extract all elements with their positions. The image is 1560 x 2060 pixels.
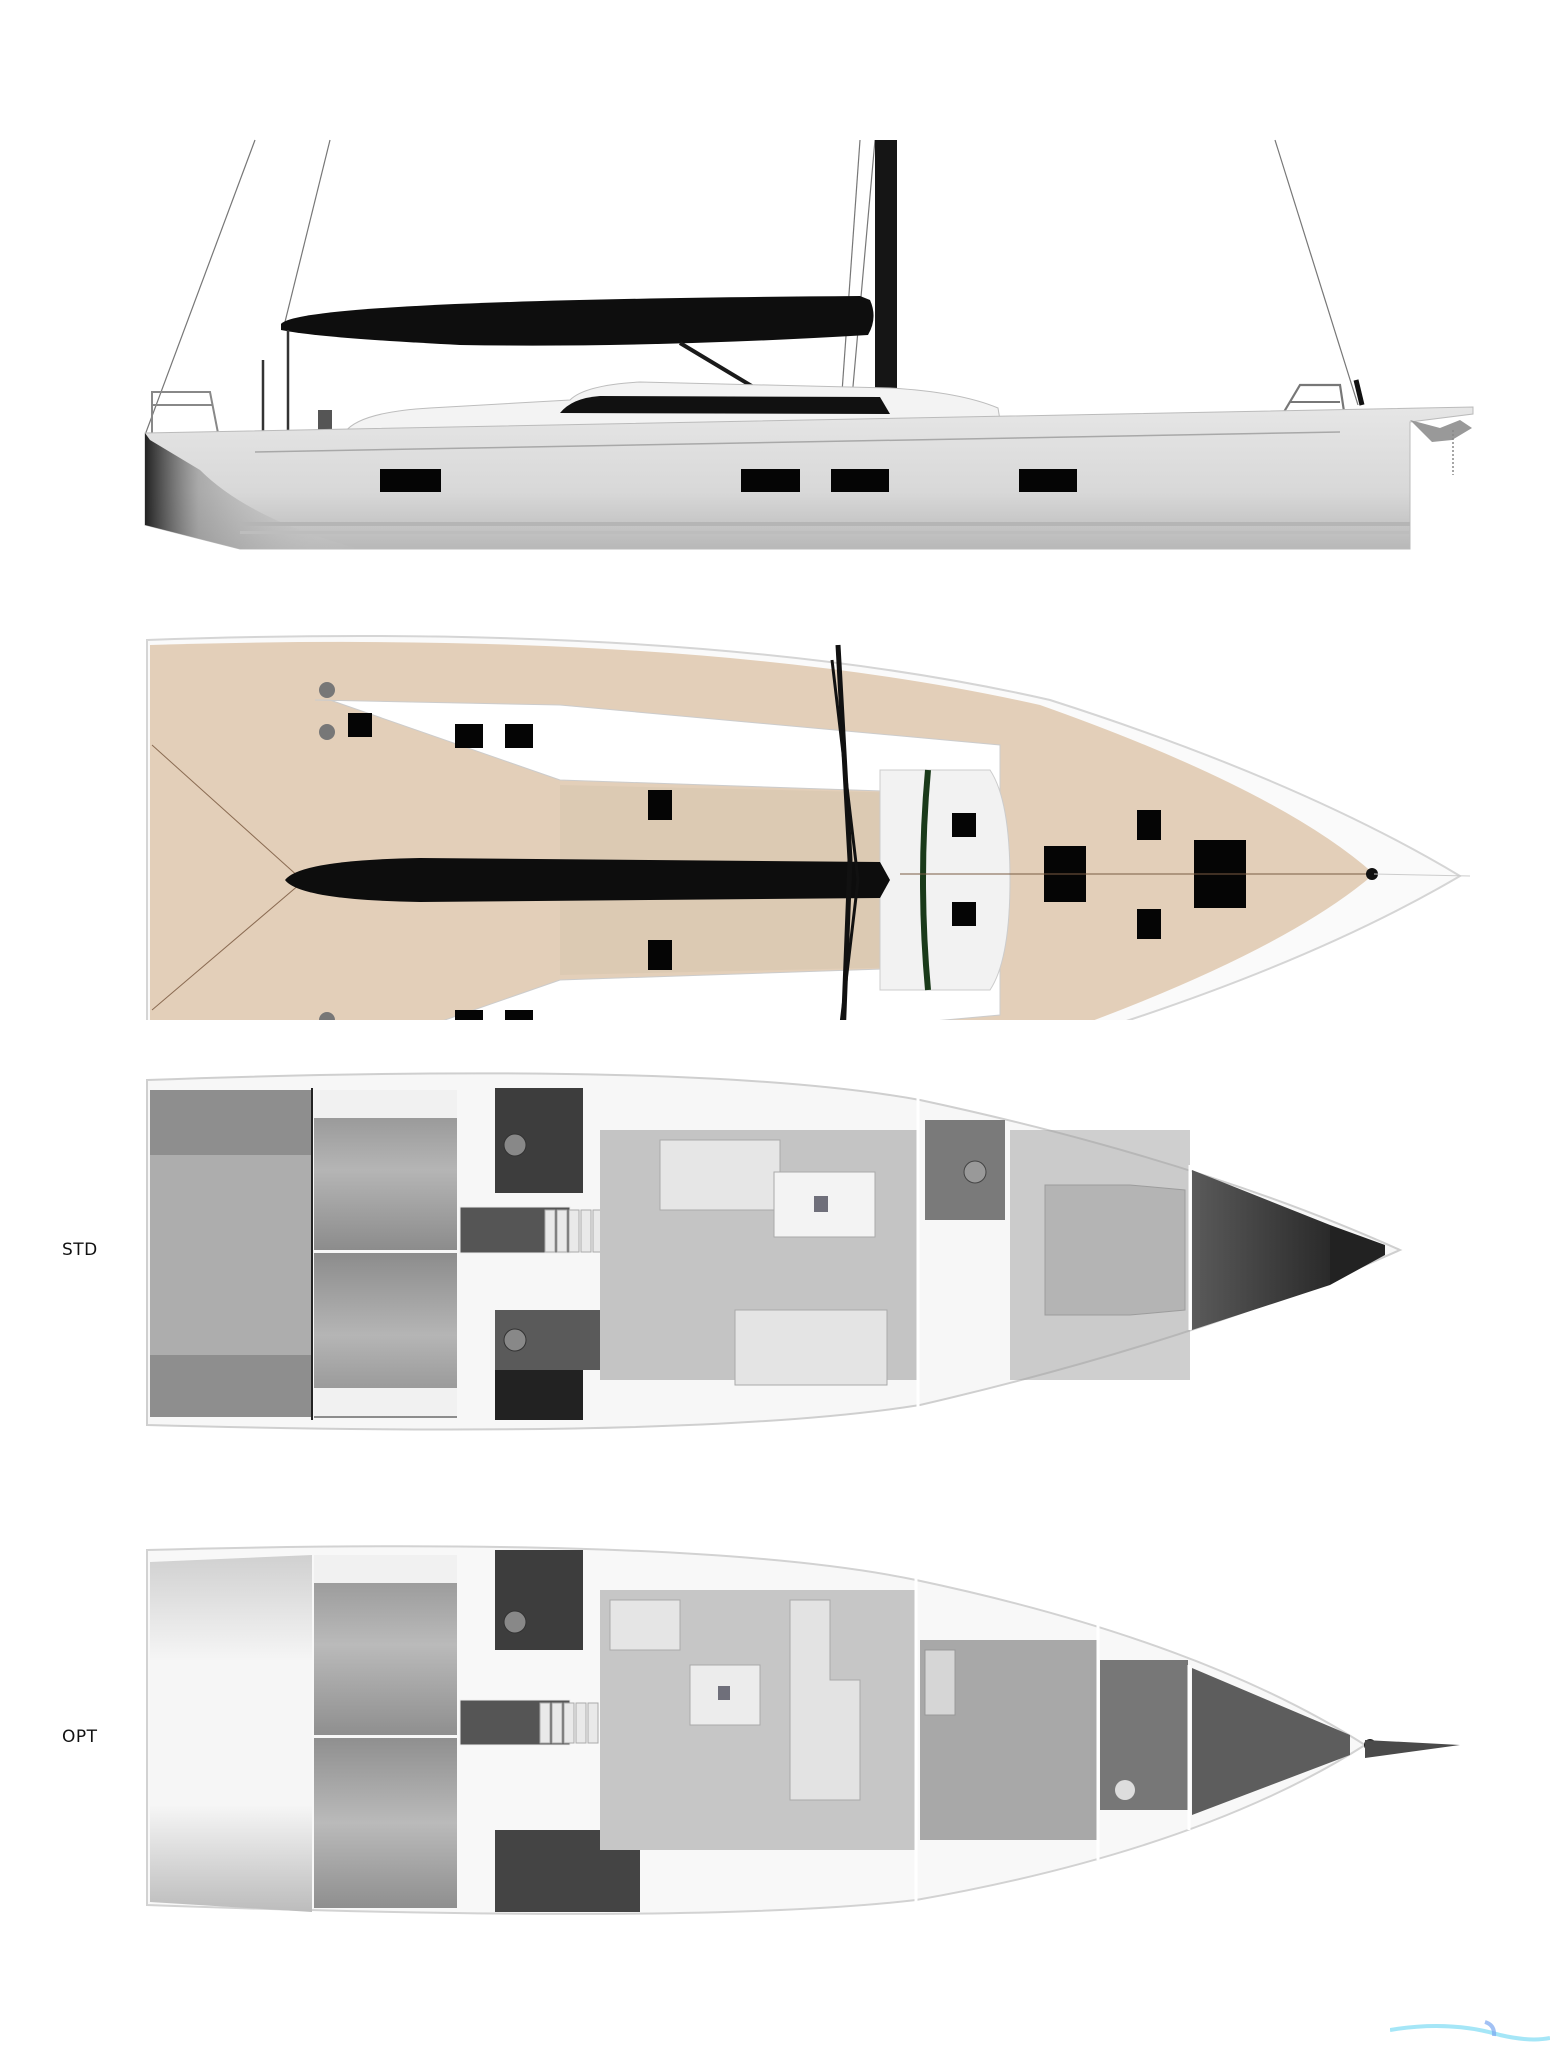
boom-icon bbox=[281, 296, 874, 346]
spreaders-icon bbox=[835, 644, 853, 1020]
portlight-icon bbox=[380, 469, 441, 492]
forestay-fitting-icon bbox=[1366, 868, 1378, 880]
opt-layout-view bbox=[0, 1540, 1560, 1930]
portlight-icon bbox=[831, 469, 889, 492]
anchor-icon bbox=[1410, 420, 1472, 442]
std-layout-view bbox=[0, 1070, 1560, 1440]
hull-icon bbox=[144, 406, 1474, 550]
opt-layout-drawing bbox=[146, 1545, 1460, 1915]
profile-view bbox=[0, 0, 1560, 580]
portlight-icon bbox=[741, 469, 800, 492]
tender-garage bbox=[150, 1555, 312, 1912]
deck-plan-view bbox=[0, 600, 1560, 1020]
profile-drawing bbox=[144, 139, 1474, 550]
rigging-icon bbox=[144, 139, 1359, 436]
deck-plan-drawing bbox=[146, 635, 1471, 1020]
std-layout-drawing bbox=[146, 1072, 1403, 1431]
portlight-icon bbox=[1019, 469, 1077, 492]
bowsprit-icon bbox=[1365, 1740, 1460, 1758]
wave-logo-icon bbox=[1390, 2010, 1550, 2050]
portlights bbox=[380, 469, 1077, 492]
layout-label-opt: OPT bbox=[62, 1727, 98, 1747]
layout-label-std: STD bbox=[62, 1240, 98, 1260]
boom-icon bbox=[285, 858, 890, 902]
